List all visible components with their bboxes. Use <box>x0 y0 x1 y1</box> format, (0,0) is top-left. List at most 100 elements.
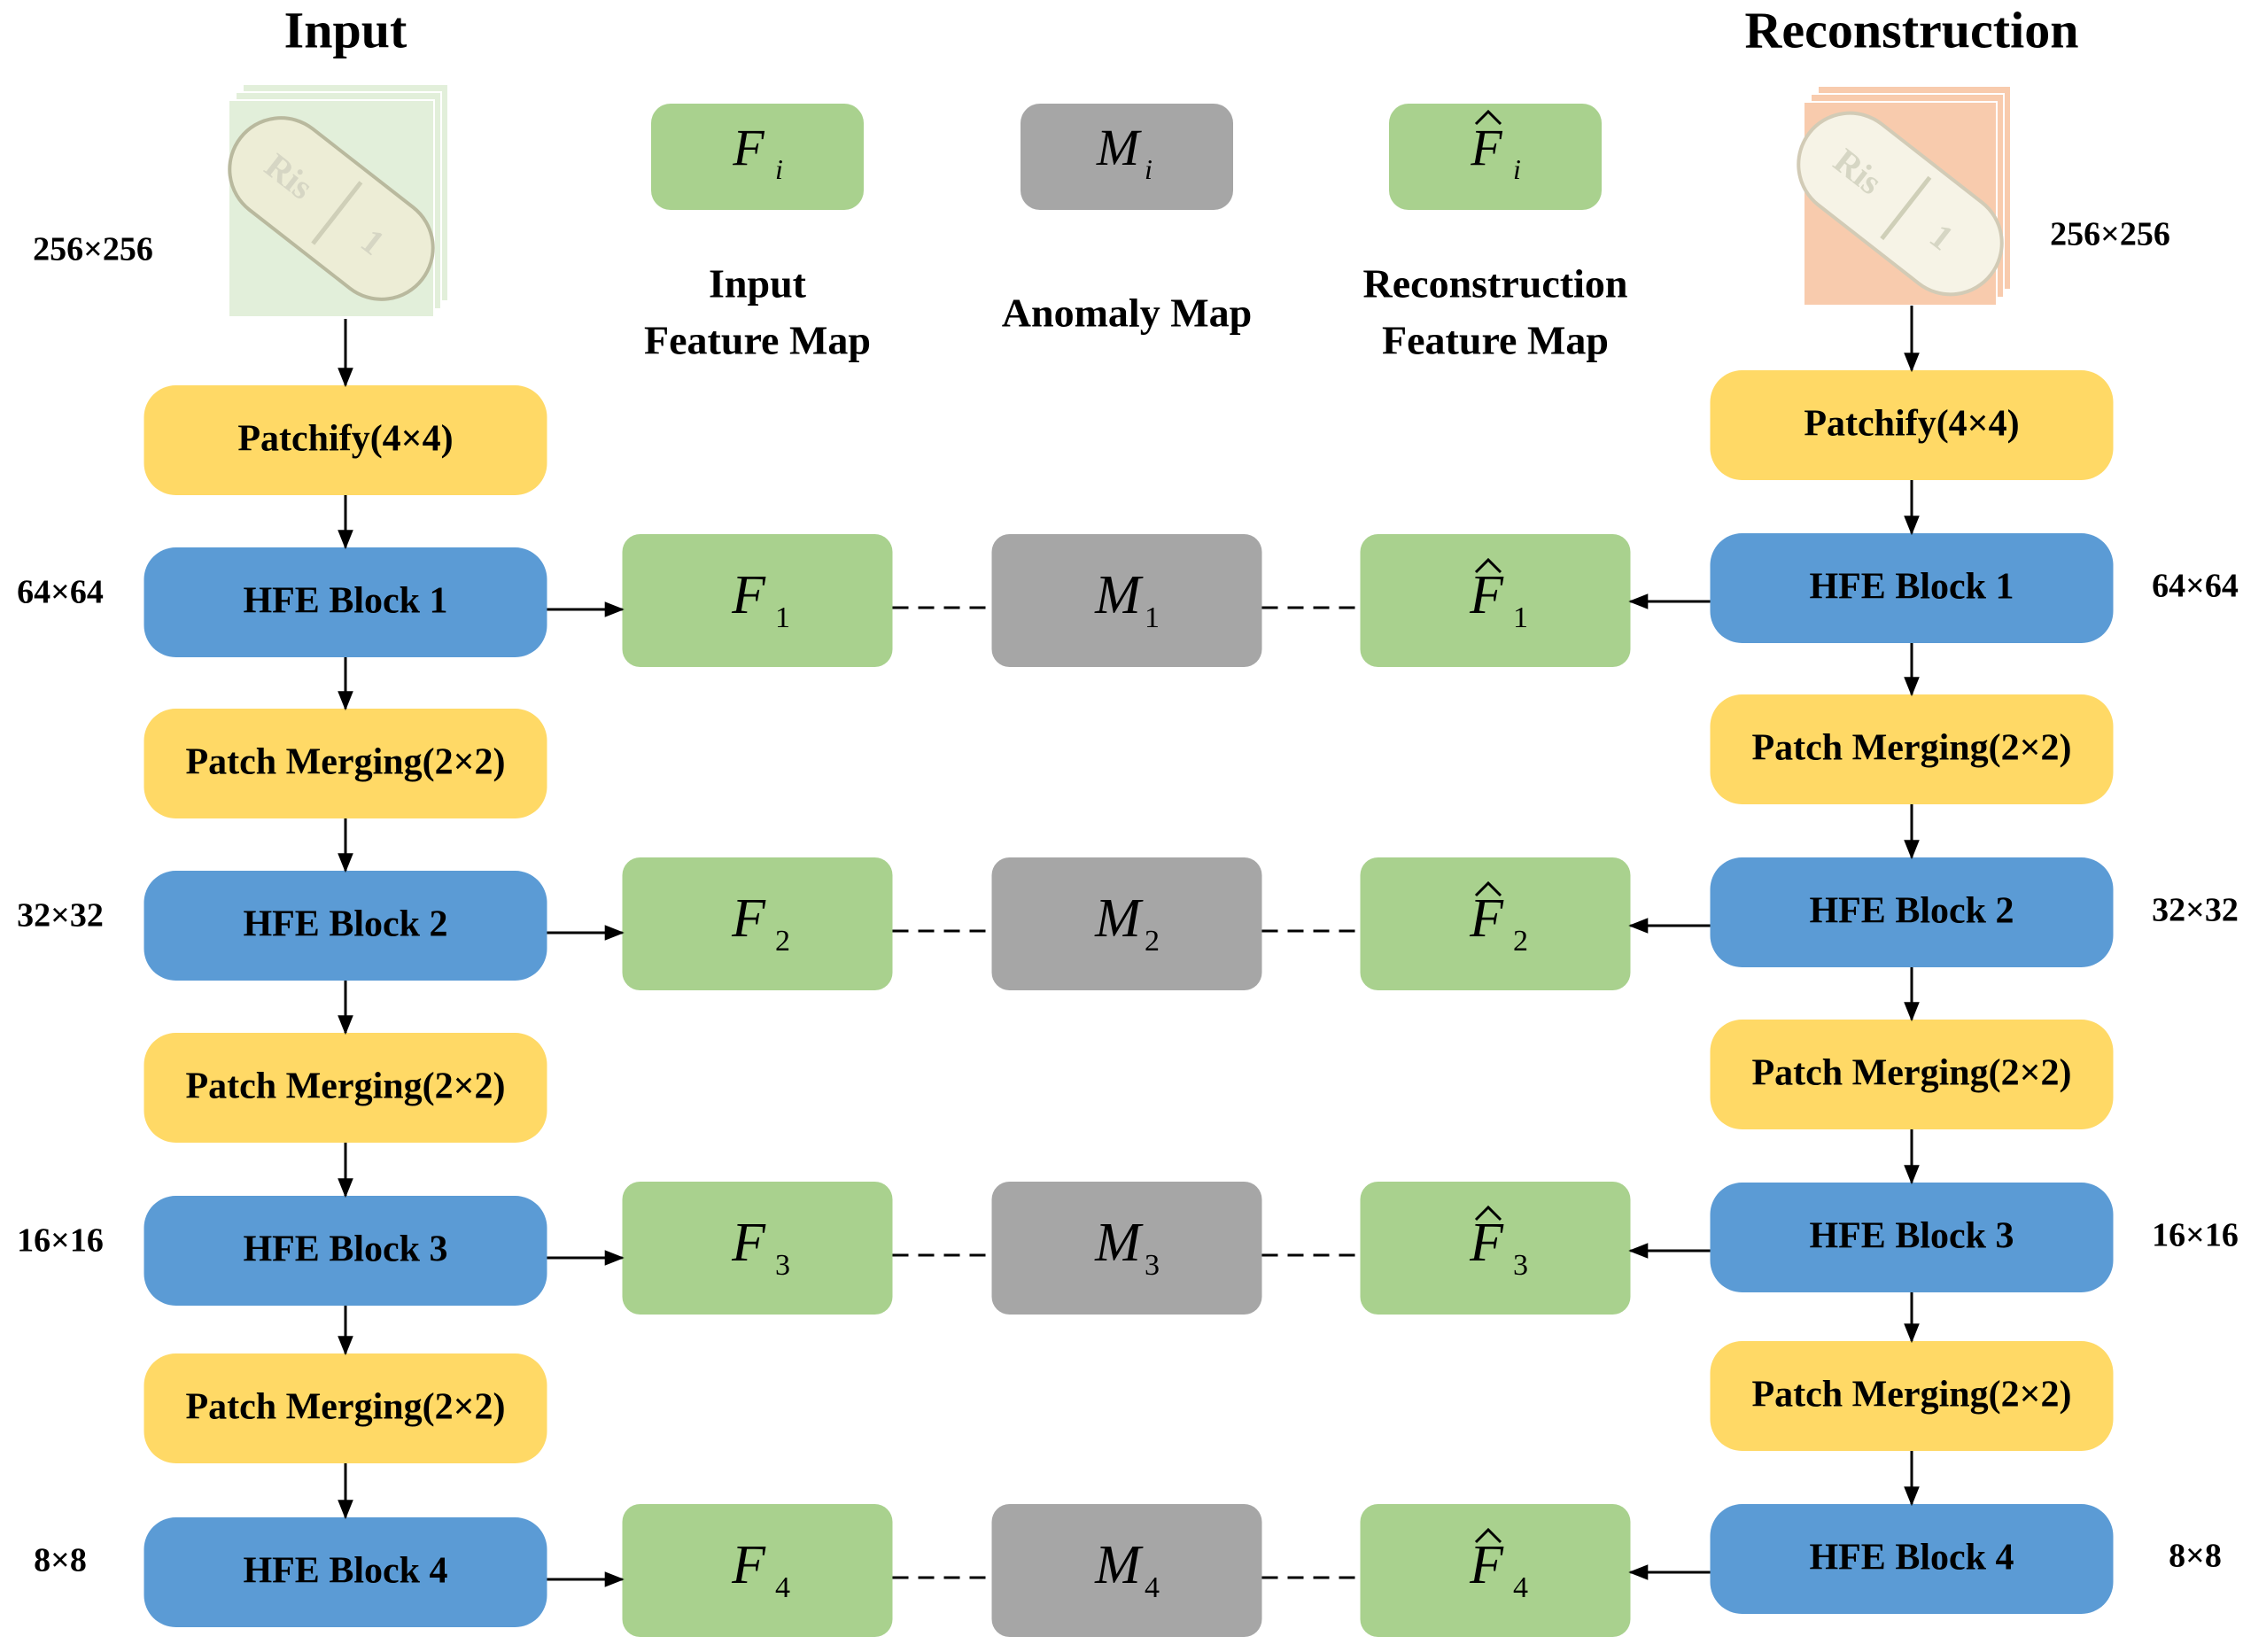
input-level-size-4: 8×8 <box>34 1542 87 1579</box>
input-feature-map-2 <box>622 857 893 990</box>
legend-symbol-1-letter: F <box>732 119 764 176</box>
legend-label-1-line-2: Feature Map <box>644 318 871 363</box>
anomaly-map-3 <box>991 1182 1262 1315</box>
input-feature-map-3 <box>622 1182 893 1315</box>
recon-hfe-block-4-label: HFE Block 4 <box>1809 1538 2014 1578</box>
recon-feature-symbol-1-hat <box>1474 557 1502 574</box>
legend-label-3-line-2: Feature Map <box>1382 318 1609 363</box>
input-hfe-block-1-box <box>144 547 547 657</box>
input-patchify-box <box>144 385 547 495</box>
legend-symbol-1-index: i <box>775 153 783 185</box>
recon-patch-merging-3-box <box>1710 1341 2114 1451</box>
anomaly-symbol-1-letter: M <box>1094 565 1144 625</box>
anomaly-symbol-2-letter: M <box>1094 888 1144 949</box>
recon-feature-symbol-1-index: 1 <box>1513 601 1528 634</box>
input-feature-symbol-2-letter: F <box>731 888 766 949</box>
legend-label-2-line-1: Anomaly Map <box>1002 291 1252 336</box>
recon-feature-map-4 <box>1360 1504 1631 1637</box>
recon-feature-map-3 <box>1360 1182 1631 1315</box>
input-patch-merging-3-box <box>144 1353 547 1463</box>
recon-hfe-block-2-label: HFE Block 2 <box>1809 891 2014 932</box>
input-feature-symbol-2-index: 2 <box>775 925 790 958</box>
reconstruction-image-stack-pill-score <box>1880 175 1932 241</box>
anomaly-symbol-4-letter: M <box>1094 1535 1144 1595</box>
recon-patch-merging-1-label: Patch Merging(2×2) <box>1752 728 2072 769</box>
recon-feature-map-2 <box>1360 857 1631 990</box>
input-feature-symbol-4-index: 4 <box>775 1571 790 1604</box>
input-hfe-block-3-box <box>144 1196 547 1306</box>
anomaly-symbol-4-index: 4 <box>1145 1571 1160 1604</box>
anomaly-symbol-3-index: 3 <box>1145 1249 1160 1282</box>
anomaly-symbol-3-letter: M <box>1094 1213 1144 1273</box>
recon-hfe-block-1-box <box>1710 533 2114 643</box>
recon-feature-symbol-4-letter: F <box>1469 1535 1504 1595</box>
heading-input: Input <box>284 1 407 58</box>
recon-level-size-2: 32×32 <box>2152 892 2239 929</box>
input-level-size-1: 64×64 <box>17 574 104 611</box>
recon-feature-symbol-1-letter: F <box>1469 565 1504 625</box>
recon-level-size-3: 16×16 <box>2152 1217 2239 1254</box>
input-patch-merging-2-label: Patch Merging(2×2) <box>186 1066 506 1107</box>
legend-swatch-1 <box>651 104 864 210</box>
recon-feature-symbol-3-letter: F <box>1469 1213 1504 1273</box>
input-level-size-3: 16×16 <box>17 1222 104 1260</box>
input-hfe-block-2-label: HFE Block 2 <box>243 904 447 945</box>
recon-hfe-block-2-box <box>1710 857 2114 967</box>
anomaly-symbol-2-index: 2 <box>1145 925 1160 958</box>
input-patch-merging-1-box <box>144 709 547 818</box>
anomaly-symbol-1-index: 1 <box>1145 601 1160 634</box>
recon-hfe-block-4-box <box>1710 1504 2114 1614</box>
input-feature-map-1 <box>622 534 893 667</box>
input-hfe-block-4-label: HFE Block 4 <box>243 1551 447 1592</box>
recon-patchify-label: Patchify(4×4) <box>1804 404 2019 445</box>
recon-feature-symbol-4-index: 4 <box>1513 1571 1528 1604</box>
input-feature-symbol-3-letter: F <box>731 1213 766 1273</box>
recon-feature-symbol-2-hat <box>1474 880 1502 897</box>
input-image-stack-pill-body <box>228 116 435 301</box>
recon-feature-symbol-3-hat <box>1474 1205 1502 1222</box>
legend-symbol-3-index: i <box>1513 153 1521 185</box>
input-patch-merging-3-label: Patch Merging(2×2) <box>186 1387 506 1428</box>
input-image-stack-pill-score <box>311 181 363 245</box>
legend-label-3-line-1: Reconstruction <box>1363 261 1628 306</box>
reconstruction-image-size: 256×256 <box>2050 216 2170 253</box>
input-feature-symbol-1-index: 1 <box>775 601 790 634</box>
legend-swatch-2 <box>1021 104 1233 210</box>
recon-patch-merging-2-box <box>1710 1020 2114 1129</box>
recon-patch-merging-3-label: Patch Merging(2×2) <box>1752 1375 2072 1415</box>
recon-patchify-box <box>1710 370 2114 480</box>
legend-swatch-3 <box>1389 104 1602 210</box>
input-feature-map-4 <box>622 1504 893 1637</box>
input-level-size-2: 32×32 <box>17 897 104 935</box>
recon-hfe-block-3-label: HFE Block 3 <box>1809 1216 2014 1257</box>
input-hfe-block-3-label: HFE Block 3 <box>243 1229 447 1270</box>
legend-symbol-2-letter: M <box>1096 119 1142 176</box>
legend-symbol-3-letter: F <box>1470 119 1502 176</box>
recon-hfe-block-1-label: HFE Block 1 <box>1809 567 2014 608</box>
anomaly-map-2 <box>991 857 1262 990</box>
recon-feature-symbol-4-hat <box>1474 1527 1502 1544</box>
input-hfe-block-4-box <box>144 1517 547 1627</box>
anomaly-map-4 <box>991 1504 1262 1637</box>
reconstruction-image-stack-pill-body <box>1797 111 2004 297</box>
recon-level-size-1: 64×64 <box>2152 568 2239 605</box>
legend-symbol-2-index: i <box>1145 153 1153 185</box>
